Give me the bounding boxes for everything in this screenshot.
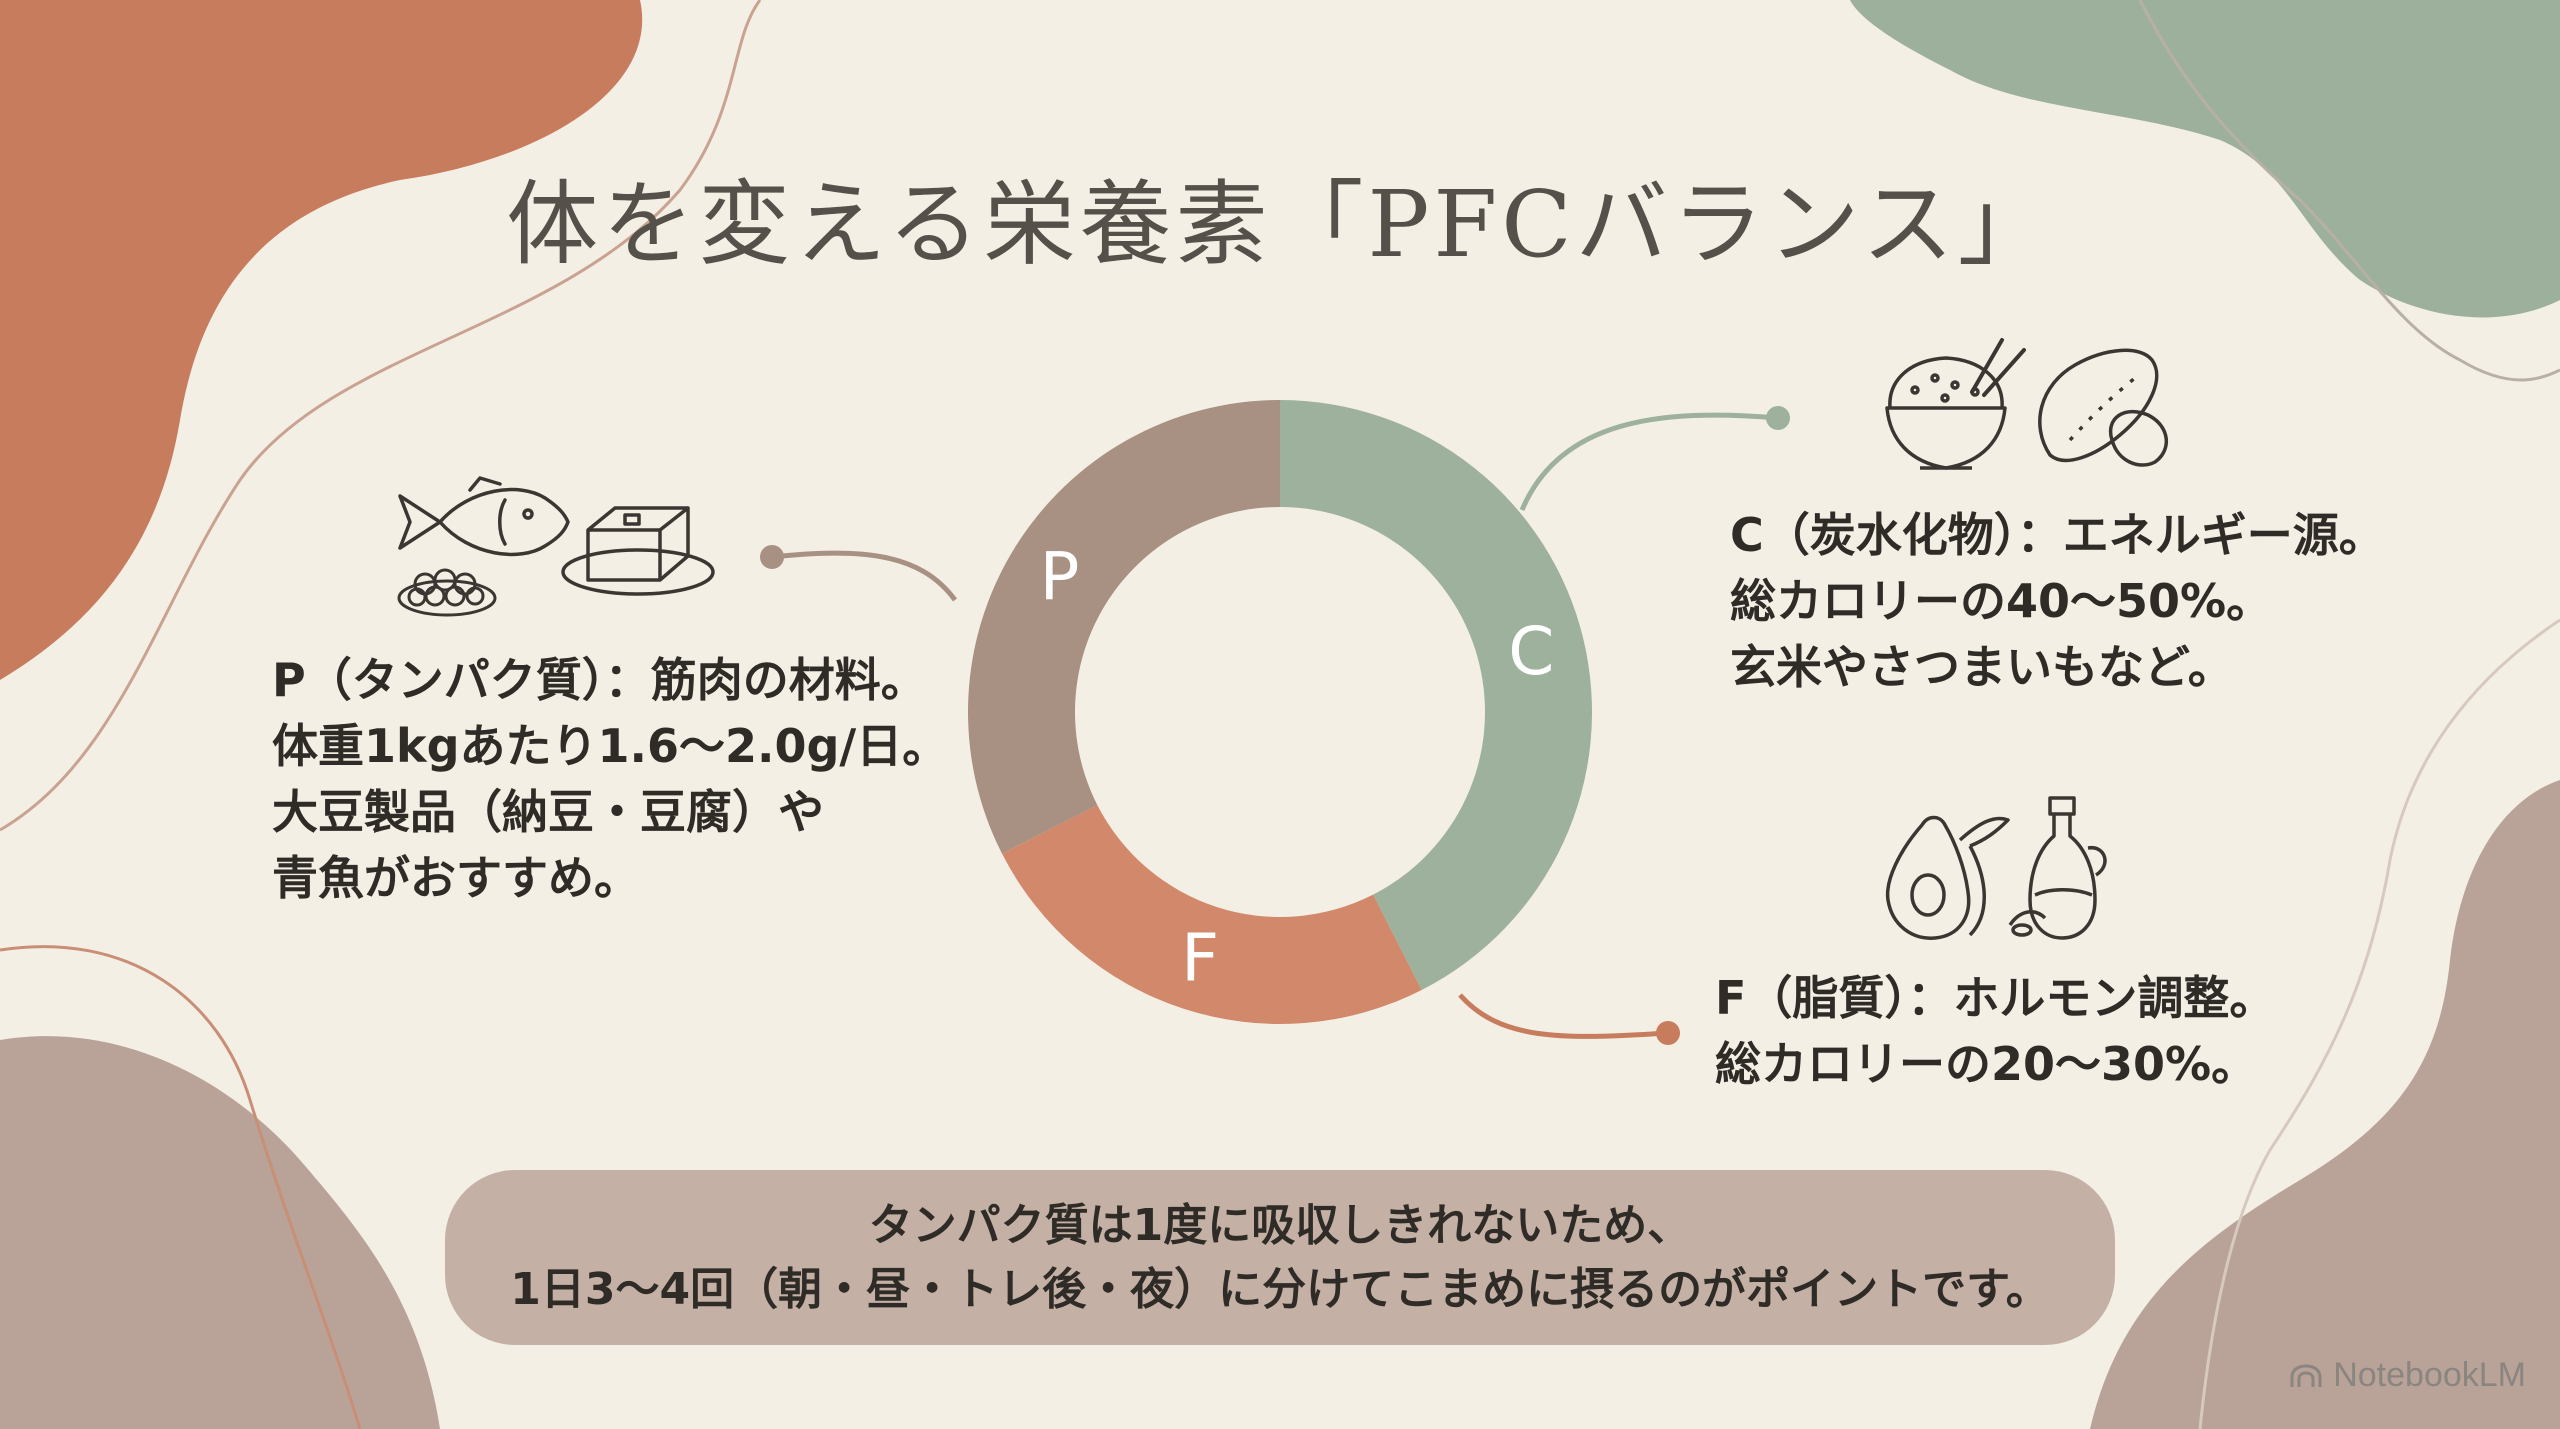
- connector-f-dot: [1656, 1021, 1680, 1045]
- fat-line: F（脂質）：ホルモン調整。: [1715, 971, 2276, 1025]
- connector-f: [1458, 993, 1669, 1039]
- tofu-icon: [561, 506, 715, 596]
- watermark-text: NotebookLM: [2333, 1356, 2526, 1394]
- sweet-potato-icon: [2038, 348, 2169, 467]
- donut-slice-c: [1280, 400, 1592, 990]
- taupe-blob-right: [2090, 780, 2560, 1429]
- protein-description: P（タンパク質）：筋肉の材料。 体重1kgあたり1.6〜2.0g/日。 大豆製品…: [272, 647, 948, 911]
- taupe-blob-left: [0, 1036, 440, 1429]
- sage-blob: [1850, 0, 2560, 318]
- notebooklm-watermark: NotebookLM: [2289, 1356, 2526, 1395]
- carb-line: 玄米やさつまいもなど。: [1730, 640, 2234, 694]
- donut-label-p: P: [1040, 538, 1080, 615]
- connectors: [760, 406, 1790, 1045]
- protein-line: 体重1kgあたり1.6〜2.0g/日。: [272, 719, 949, 773]
- page-title: 体を変える栄養素「PFCバランス」: [506, 171, 2054, 278]
- avocado-icon: [1885, 815, 2010, 940]
- fish-icon: [398, 476, 570, 557]
- rice-bowl-icon: [1885, 356, 2007, 470]
- soybeans-icon: [397, 568, 497, 617]
- decor-line-4: [2198, 618, 2560, 1429]
- protein-line: 青魚がおすすめ。: [272, 851, 640, 905]
- connector-c-dot: [1766, 406, 1790, 430]
- donut-slice-f: [1002, 805, 1422, 1024]
- carb-line: C（炭水化物）：エネルギー源。: [1730, 508, 2385, 562]
- decor-line-1: [0, 0, 762, 832]
- connector-p: [771, 550, 958, 602]
- fat-description: F（脂質）：ホルモン調整。 総カロリーの20〜30%。: [1715, 965, 2275, 1097]
- oil-bottle-icon: [2008, 796, 2107, 940]
- tip-line: 1日3〜4回（朝・昼・トレ後・夜）に分けてこまめに摂るのがポイントです。: [510, 1263, 2050, 1315]
- fat-line: 総カロリーの20〜30%。: [1715, 1037, 2258, 1091]
- pfc-donut-chart: C F P: [968, 400, 1592, 1024]
- decor-line-3: [0, 945, 362, 1429]
- terracotta-blob: [0, 0, 643, 680]
- decor-line-2: [2138, 0, 2560, 382]
- connector-c: [1519, 412, 1779, 511]
- protein-line: 大豆製品（納豆・豆腐）や: [272, 785, 824, 839]
- donut-label-c: C: [1508, 613, 1554, 690]
- tip-line: タンパク質は1度に吸収しきれないため、: [868, 1199, 1692, 1251]
- protein-line: P（タンパク質）：筋肉の材料。: [272, 653, 927, 707]
- notebooklm-logo-icon: [2290, 1363, 2322, 1387]
- tip-banner: タンパク質は1度に吸収しきれないため、 1日3〜4回（朝・昼・トレ後・夜）に分け…: [445, 1170, 2115, 1345]
- donut-slice-p: [968, 400, 1280, 854]
- chopsticks-icon: [1970, 338, 2026, 397]
- donut-label-f: F: [1181, 919, 1219, 996]
- carb-description: C（炭水化物）：エネルギー源。 総カロリーの40〜50%。 玄米やさつまいもなど…: [1730, 502, 2385, 700]
- connector-p-dot: [760, 545, 784, 569]
- carb-line: 総カロリーの40〜50%。: [1730, 574, 2273, 628]
